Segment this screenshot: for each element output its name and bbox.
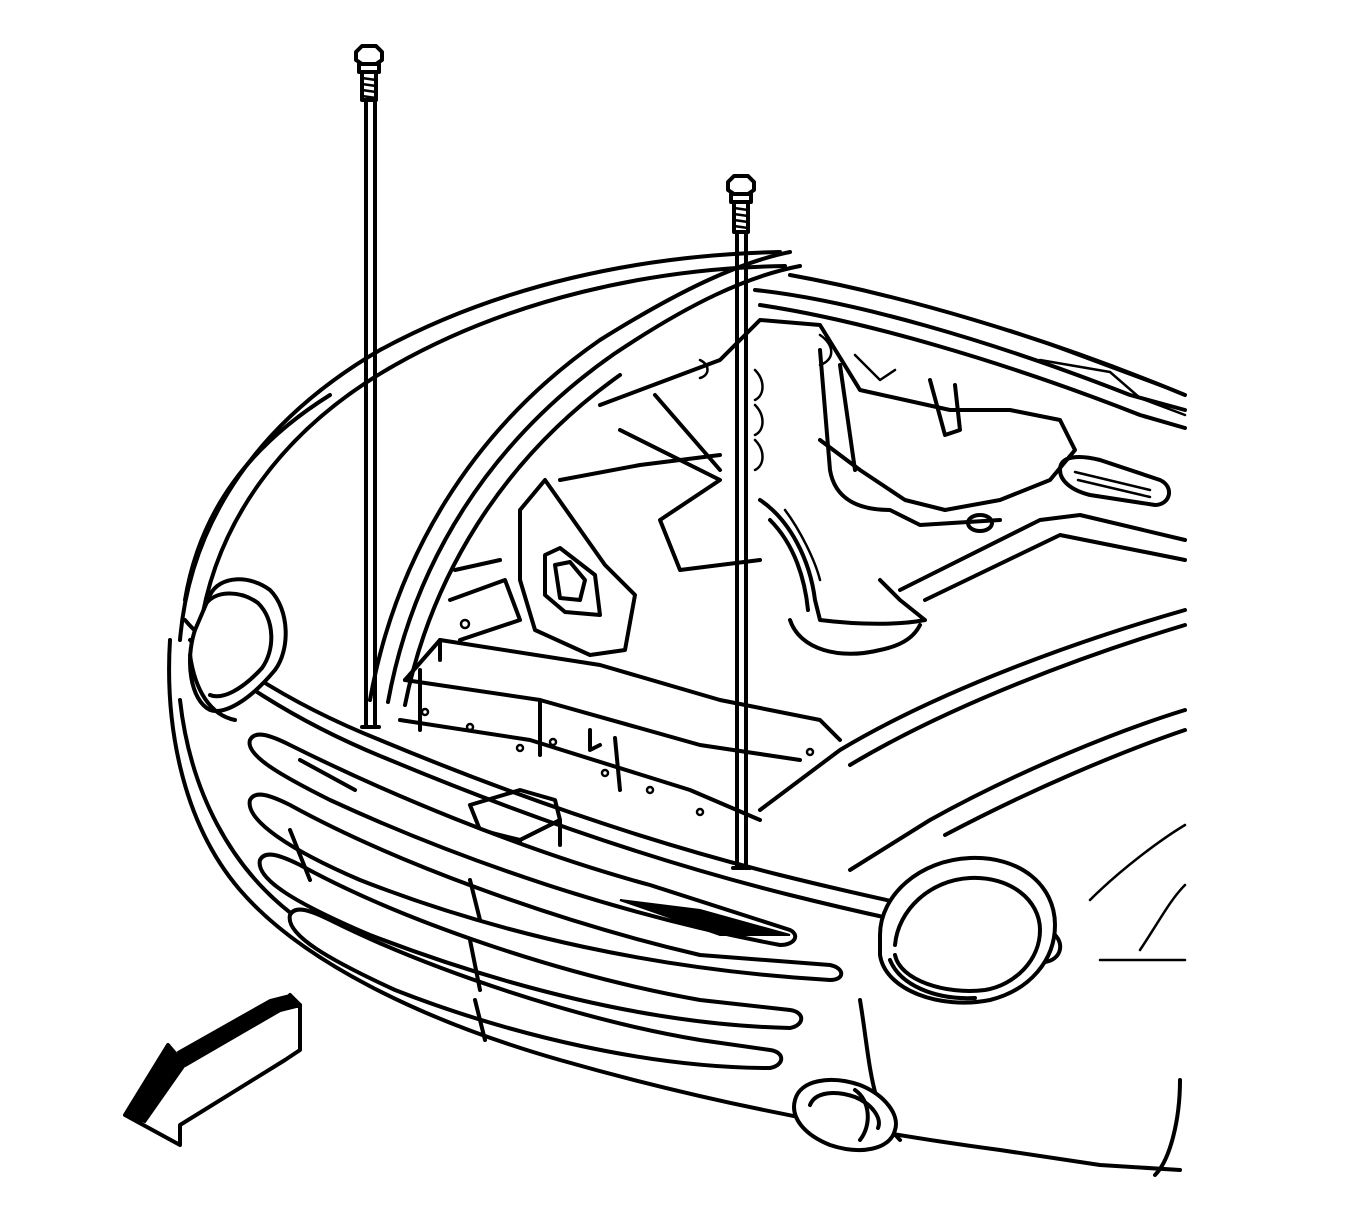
fastener-right [726,174,756,870]
headlamp-right [878,855,1057,1005]
hood-opening [178,250,1187,707]
engine-compartment [448,318,1187,657]
grille-opening [247,732,844,1070]
headlamp-left [188,577,288,722]
direction-arrow [123,993,302,1147]
fastener-left [354,44,384,729]
fog-lamp [792,1078,898,1152]
